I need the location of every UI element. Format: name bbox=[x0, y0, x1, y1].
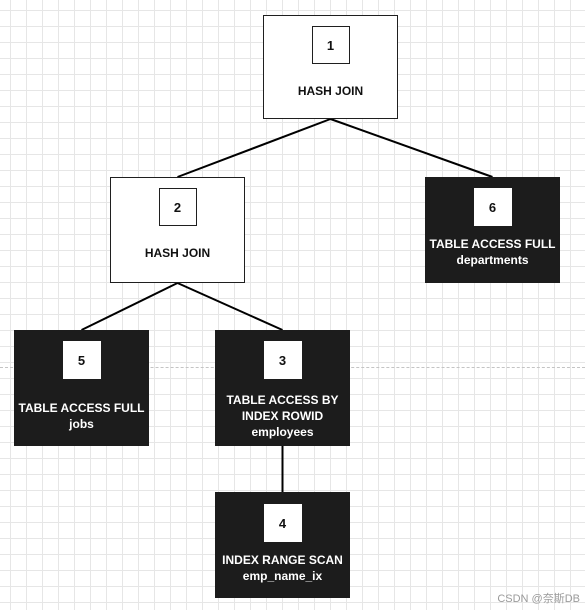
node-id-badge: 1 bbox=[311, 26, 350, 64]
node-label: TABLE ACCESS FULL departments bbox=[429, 237, 556, 267]
edge-2-3 bbox=[177, 282, 283, 331]
edge-1-2 bbox=[177, 118, 331, 178]
edge-1-6 bbox=[330, 118, 493, 178]
node-id-badge: 4 bbox=[263, 504, 302, 542]
plan-node-2[interactable]: 2 HASH JOIN bbox=[110, 177, 245, 283]
plan-node-3[interactable]: 3 TABLE ACCESS BY INDEX ROWID employees bbox=[215, 330, 350, 446]
plan-node-5[interactable]: 5 TABLE ACCESS FULL jobs bbox=[14, 330, 149, 446]
watermark-text: CSDN @奈斯DB bbox=[497, 593, 580, 605]
plan-node-1[interactable]: 1 HASH JOIN bbox=[263, 15, 398, 119]
node-id-badge: 6 bbox=[473, 188, 512, 226]
node-label: TABLE ACCESS FULL jobs bbox=[18, 401, 145, 431]
node-label: HASH JOIN bbox=[144, 246, 211, 260]
node-label: HASH JOIN bbox=[297, 84, 364, 98]
node-label: INDEX RANGE SCAN emp_name_ix bbox=[222, 553, 343, 583]
plan-node-6[interactable]: 6 TABLE ACCESS FULL departments bbox=[425, 177, 560, 283]
edge-2-5 bbox=[81, 282, 178, 331]
node-id-badge: 5 bbox=[62, 341, 101, 379]
node-label: TABLE ACCESS BY INDEX ROWID employees bbox=[226, 393, 339, 439]
node-id-badge: 3 bbox=[263, 341, 302, 379]
plan-node-4[interactable]: 4 INDEX RANGE SCAN emp_name_ix bbox=[215, 492, 350, 598]
node-id-badge: 2 bbox=[158, 188, 197, 226]
